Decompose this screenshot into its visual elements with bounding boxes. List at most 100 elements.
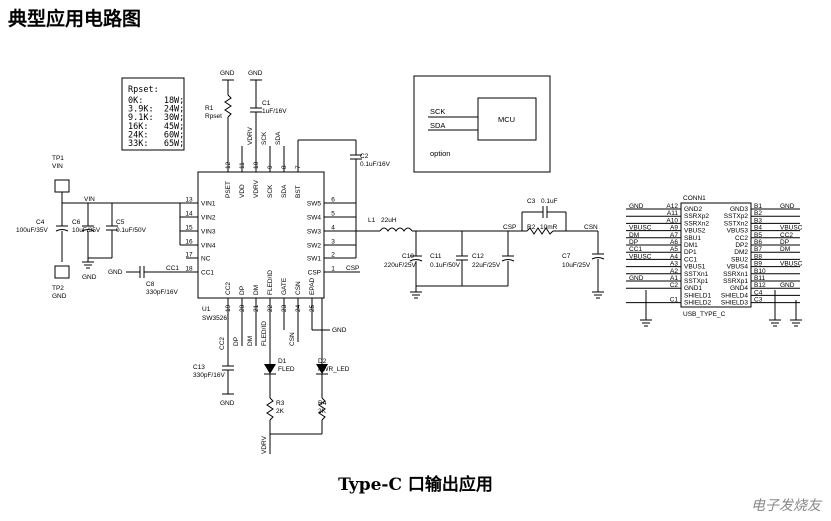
figure-caption: Type-C 口输出应用 <box>338 475 493 495</box>
csp-net-label: CSP <box>503 224 516 231</box>
connector-pin-name: GND1 <box>684 285 702 292</box>
ic-pin-number: 15 <box>185 225 193 232</box>
c4-ref: C4 <box>36 219 45 226</box>
c10-ref: C10 <box>402 253 414 260</box>
connector-pin-number: B11 <box>754 275 765 282</box>
c12-value: 22uF/25V <box>472 262 501 269</box>
tp2-ref: TP2 <box>52 285 64 292</box>
connector-pin-number: A9 <box>670 225 678 232</box>
connector-pin-name: VBUS3 <box>727 228 749 235</box>
tp1-value: VIN <box>52 163 63 170</box>
connector-net-label: CC2 <box>780 232 793 239</box>
rpset-row: 16K: 45W; <box>128 122 184 132</box>
cc1-net-label: CC1 <box>166 265 179 272</box>
connector-pin-number: B8 <box>754 253 762 260</box>
top-components: GND GND R1 Rpset C1 1uF/16V C2 0.1uF/16V… <box>205 70 391 258</box>
connector-pin-name: DP2 <box>735 242 748 249</box>
r1-resistor <box>224 94 232 118</box>
ic-pin-name: VDRV <box>253 179 260 198</box>
ic-pin-name: SCK <box>267 184 274 198</box>
csn-net-label: CSN <box>584 224 598 231</box>
ic-pin-number: 3 <box>331 239 335 246</box>
sck-net-label: SCK <box>261 131 268 145</box>
connector-net-label: GND <box>629 203 644 210</box>
connector-pin-name: SBU1 <box>684 235 701 242</box>
connector-pin-number: A11 <box>667 210 678 217</box>
connector-pin-number: A4 <box>670 253 678 260</box>
l1-inductor <box>379 227 413 232</box>
ic-pin-name: DM <box>253 285 260 295</box>
connector-pin-name: CC2 <box>735 235 748 242</box>
ic-pin-name: VIN1 <box>201 201 216 208</box>
mcu-option-label: option <box>430 149 450 158</box>
ic-pin-name: SW4 <box>307 215 321 222</box>
connector-pin-number: C1 <box>670 297 679 304</box>
connector-pin-name: SSTXp1 <box>684 278 709 285</box>
ic-pin-name: GATE <box>281 277 288 295</box>
connector-pin-name: VBUS4 <box>727 264 749 271</box>
c10-value: 220uF/25V <box>384 262 416 269</box>
mcu-sda-label: SDA <box>430 121 445 130</box>
connector-net-label: DP <box>629 239 638 246</box>
ic-pin-name: SW1 <box>307 256 321 263</box>
bottom-stage: GND C13 330pF/16V CC2 DP DM FLED/ID CSN … <box>193 298 350 454</box>
connector-net-label: VBUSC <box>780 225 803 232</box>
l1-ref: L1 <box>368 217 376 224</box>
connector-pin-number: B4 <box>754 225 762 232</box>
c1-ref: C1 <box>262 100 271 107</box>
gnd-label: GND <box>108 269 123 276</box>
ic-pin-number: 5 <box>331 211 335 218</box>
c12-ref: C12 <box>472 253 484 260</box>
connector-pin-number: B5 <box>754 232 762 239</box>
rpset-table: Rpset: 0K: 18W;3.9K: 24W;9.1K: 30W;16K: … <box>121 77 185 151</box>
connector-pin-number: B10 <box>754 268 766 275</box>
d2-led <box>316 364 328 374</box>
ic-pin-number: 1 <box>331 266 335 273</box>
connector-pin-number: A10 <box>666 217 678 224</box>
ic-pin-number: 6 <box>331 197 335 204</box>
connector-net-label: DM <box>780 246 790 253</box>
d2-ref: D2 <box>318 358 327 365</box>
csp-net-label-ic: CSP <box>346 265 359 272</box>
sda-net-label: SDA <box>275 131 282 145</box>
fled-id-net-label: FLED/ID <box>261 321 268 346</box>
gnd-label: GND <box>332 327 347 334</box>
connector-pin-number: B7 <box>754 246 762 253</box>
connector-pin-number: A5 <box>670 246 678 253</box>
connector-pin-name: DM2 <box>734 249 748 256</box>
c5-value: 0.1uF/50V <box>116 227 147 234</box>
connector-net-label: VBUSC <box>780 261 803 268</box>
connector-pin-number: B2 <box>754 210 762 217</box>
connector-pin-number: A12 <box>666 203 678 210</box>
ic-pin-name: VIN2 <box>201 215 216 222</box>
connector-pin-number: A3 <box>670 261 678 268</box>
connector-net-label: VBUSC <box>629 225 652 232</box>
connector-part: USB_TYPE_C <box>683 311 726 318</box>
mcu-sck-label: SCK <box>430 107 445 116</box>
connector-pin-number: B9 <box>754 261 762 268</box>
ic-pin-name: VDD <box>239 184 246 198</box>
connector-pin-name: DP1 <box>684 249 697 256</box>
r1-ref: R1 <box>205 105 214 112</box>
connector-net-label: GND <box>780 282 795 289</box>
mcu-option-box: MCU SCK SDA option <box>413 75 551 173</box>
ic-pin-name: CC2 <box>225 282 232 295</box>
connector-pin-number: B3 <box>754 217 762 224</box>
ic-pin-number: 13 <box>185 197 193 204</box>
r3-resistor <box>266 397 274 421</box>
connector-net-label: DP <box>780 239 789 246</box>
d1-value: FLED <box>278 366 295 373</box>
tp1-ref: TP1 <box>52 155 64 162</box>
c1-value: 1uF/16V <box>262 108 287 115</box>
c3-value: 0.1uF <box>541 198 558 205</box>
c13-ref: C13 <box>193 364 205 371</box>
ic-pin-name: CSN <box>295 281 302 295</box>
c7-value: 10uF/25V <box>562 262 591 269</box>
connector-pin-number: A6 <box>670 239 678 246</box>
rpset-row: 33K: 65W; <box>128 139 184 149</box>
connector-pin-name: DM1 <box>684 242 698 249</box>
connector-pin-name: VBUS2 <box>684 228 706 235</box>
gnd-label: GND <box>220 70 235 77</box>
watermark-logo: 电子发烧友 <box>751 498 821 514</box>
page-title: 典型应用电路图 <box>8 8 142 30</box>
